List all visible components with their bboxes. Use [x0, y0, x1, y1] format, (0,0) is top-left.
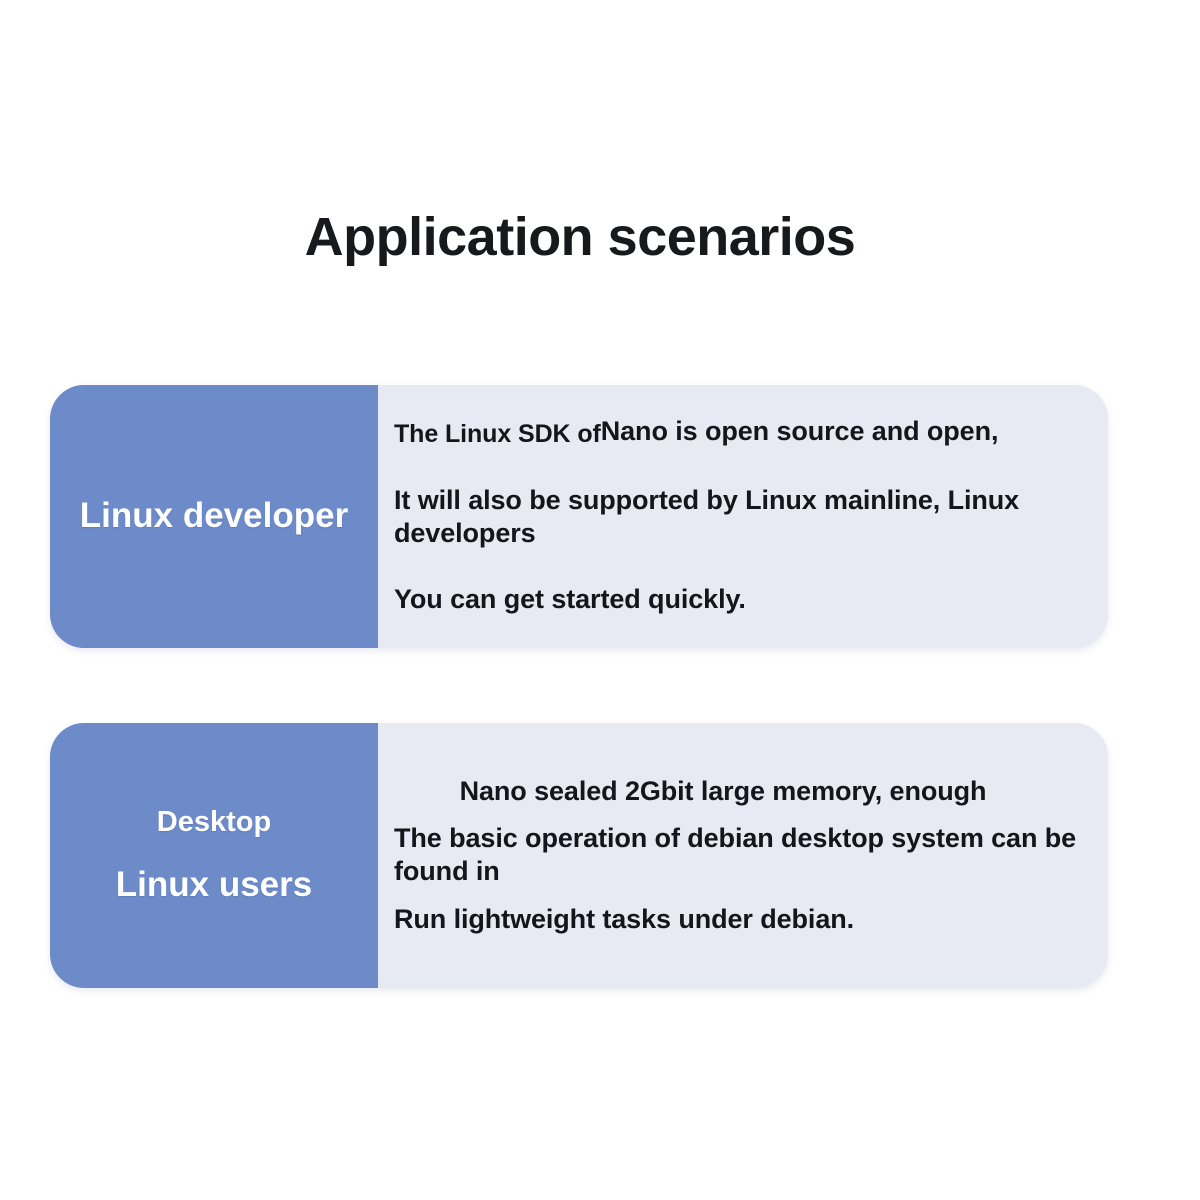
card-body-panel: Nano sealed 2Gbit large memory, enough T…: [378, 723, 1108, 988]
card-label-panel: Desktop Linux users: [50, 723, 378, 988]
card-body-line: The Linux SDK ofNano is open source and …: [394, 415, 1082, 450]
card-label-line: Linux developer: [79, 496, 349, 536]
card-body-panel: The Linux SDK ofNano is open source and …: [378, 385, 1108, 648]
card-body-line-lead: The Linux SDK of: [394, 419, 601, 448]
scenario-card-linux-developer: Linux developer The Linux SDK ofNano is …: [50, 385, 1108, 648]
card-body-line: Nano sealed 2Gbit large memory, enough: [459, 775, 987, 806]
card-body-line: You can get started quickly.: [394, 584, 746, 615]
card-body-line: The basic operation of debian desktop sy…: [394, 822, 1077, 886]
page-title: Application scenarios: [304, 207, 856, 267]
card-body-line: It will also be supported by Linux mainl…: [394, 484, 1020, 548]
card-label-panel: Linux developer: [50, 385, 378, 648]
card-body-line-rest: Nano is open source and open,: [600, 415, 999, 446]
card-label-line: Desktop: [156, 805, 272, 838]
card-label-line: Linux users: [115, 865, 313, 905]
scenario-card-desktop-linux-users: Desktop Linux users Nano sealed 2Gbit la…: [50, 723, 1108, 988]
card-body-line: Run lightweight tasks under debian.: [394, 904, 855, 935]
